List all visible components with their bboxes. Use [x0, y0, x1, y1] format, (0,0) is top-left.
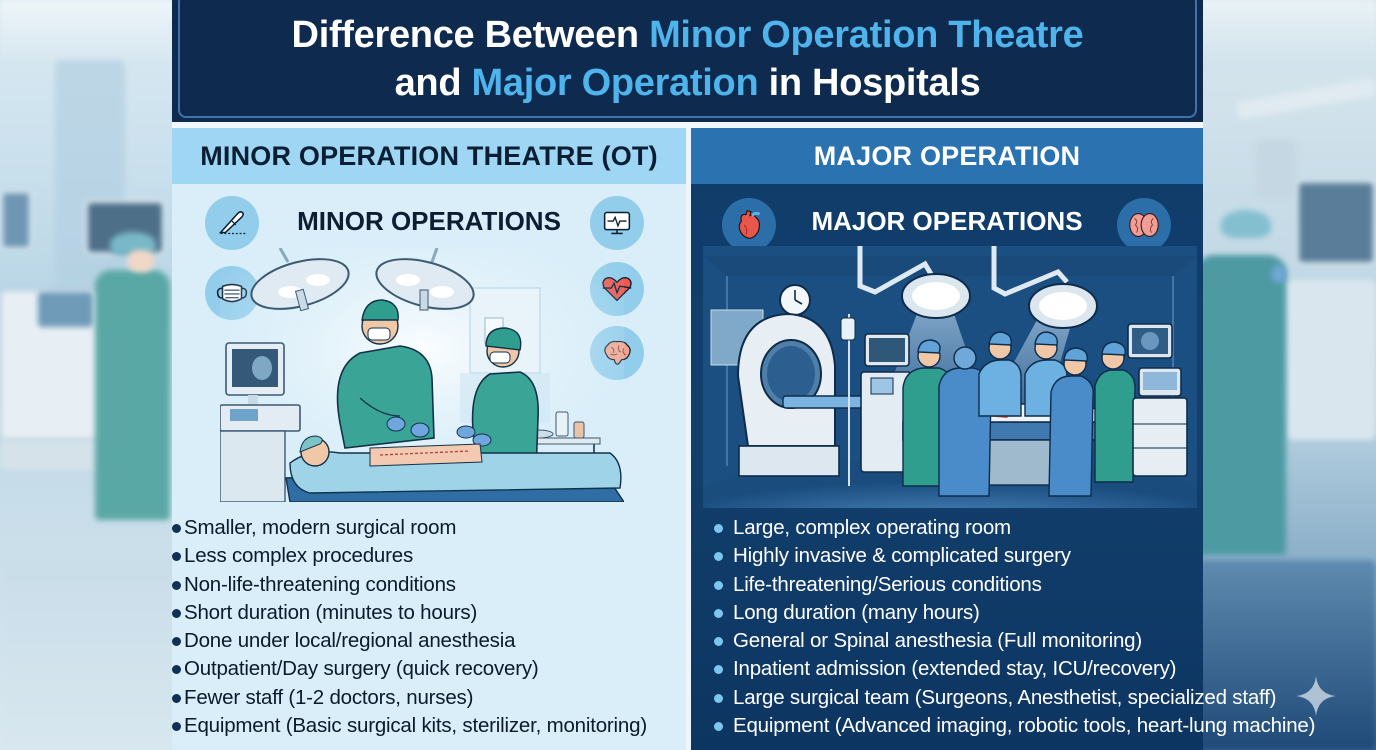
background-monitor	[0, 190, 32, 250]
background-xray-monitor	[1296, 180, 1376, 265]
list-item: Done under local/regional anesthesia	[172, 627, 647, 655]
heart-monitor-icon	[590, 196, 644, 250]
title-separator	[172, 122, 1203, 128]
minor-operation-illustration	[220, 248, 624, 502]
panel-divider	[686, 128, 691, 750]
list-item: Equipment (Basic surgical kits, steriliz…	[172, 712, 647, 740]
list-item: Less complex procedures	[172, 542, 647, 570]
anatomical-heart-icon	[722, 198, 776, 252]
list-item: Outpatient/Day surgery (quick recovery)	[172, 655, 647, 683]
background-left-scene	[0, 0, 180, 750]
list-item: Non-life-threatening conditions	[172, 571, 647, 599]
title-banner: Difference Between Minor Operation Theat…	[172, 0, 1203, 122]
scalpel-icon	[205, 196, 259, 250]
list-item: Large, complex operating room	[713, 514, 1315, 542]
sparkle-icon	[1296, 676, 1336, 716]
minor-ot-panel: MINOR OPERATION THEATRE (OT) MINOR OPERA…	[172, 128, 686, 750]
minor-panel-header: MINOR OPERATION THEATRE (OT)	[172, 128, 686, 184]
major-bullet-list: Large, complex operating room Highly inv…	[713, 514, 1315, 740]
list-item: Fewer staff (1-2 doctors, nurses)	[172, 684, 647, 712]
background-right-scene	[1196, 0, 1376, 750]
list-item: Smaller, modern surgical room	[172, 514, 647, 542]
major-subtitle: MAJOR OPERATIONS	[811, 206, 1083, 236]
list-item: Equipment (Advanced imaging, robotic too…	[713, 712, 1315, 740]
title-line-2: and Major Operation in Hospitals	[394, 62, 981, 104]
minor-subtitle: MINOR OPERATIONS	[297, 206, 561, 236]
list-item: Large surgical team (Surgeons, Anestheti…	[713, 684, 1315, 712]
major-operation-illustration	[703, 246, 1197, 508]
list-item: Inpatient admission (extended stay, ICU/…	[713, 655, 1315, 683]
title-highlight-major: Major Operation	[471, 62, 759, 104]
list-item: Short duration (minutes to hours)	[172, 599, 647, 627]
list-item: Highly invasive & complicated surgery	[713, 542, 1315, 570]
minor-bullet-list: Smaller, modern surgical room Less compl…	[172, 514, 647, 740]
list-item: Life-threatening/Serious conditions	[713, 571, 1315, 599]
title-line-1: Difference Between Minor Operation Theat…	[291, 14, 1084, 56]
brain-icon	[1117, 198, 1171, 252]
major-operation-panel: MAJOR OPERATION MAJOR OPERATIONS	[691, 128, 1315, 750]
list-item: Long duration (many hours)	[713, 599, 1315, 627]
list-item: General or Spinal anesthesia (Full monit…	[713, 627, 1315, 655]
background-nurse	[95, 270, 170, 520]
major-panel-header: MAJOR OPERATION	[691, 128, 1203, 184]
background-doctor	[1196, 255, 1286, 555]
title-highlight-minor: Minor Operation Theatre	[649, 14, 1084, 56]
